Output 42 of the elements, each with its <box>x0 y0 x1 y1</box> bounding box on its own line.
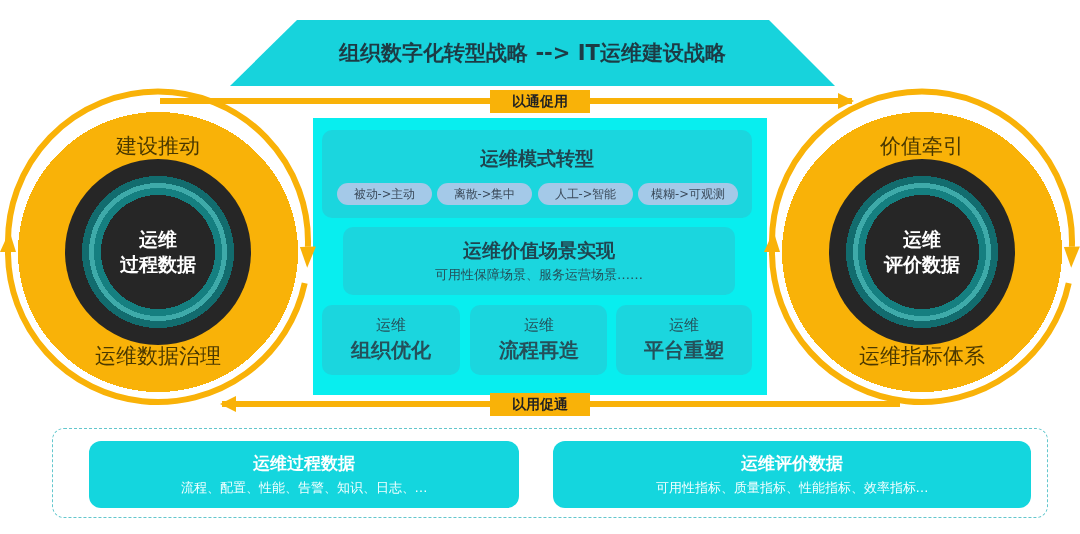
strategy-banner <box>230 20 835 86</box>
ring-label: 运维指标体系 <box>858 343 986 370</box>
edge-label: 以通促用 <box>490 90 590 113</box>
data-detail: 流程、配置、性能、告警、知识、日志、… <box>180 479 428 497</box>
ring-label: 建设推动 <box>115 133 201 160</box>
section-heading: 运维模式转型 <box>479 146 595 171</box>
edge-label: 以用促通 <box>490 393 590 416</box>
banner-title: 组织数字化转型战略 --> IT运维建设战略 <box>339 40 726 67</box>
data-box <box>89 441 519 508</box>
pillar-box <box>616 305 752 375</box>
data-heading: 运维过程数据 <box>253 452 355 475</box>
pillar-box <box>322 305 460 375</box>
core-label: 运维 <box>903 227 941 252</box>
pillar-title: 组织优化 <box>351 337 431 364</box>
tag-text: 人工->智能 <box>554 186 617 202</box>
section-box <box>343 227 735 295</box>
section-heading: 运维价值场景实现 <box>463 238 615 263</box>
tag-pill <box>337 183 432 205</box>
tag-pill <box>437 183 532 205</box>
tag-pill <box>538 183 633 205</box>
pillar-box <box>470 305 607 375</box>
ring-label: 价值牵引 <box>879 133 965 160</box>
pillar-prefix: 运维 <box>669 316 699 335</box>
tag-text: 模糊->可观测 <box>651 186 725 202</box>
pillar-title: 流程再造 <box>498 337 579 364</box>
core-label: 运维 <box>139 227 177 252</box>
section-subtitle: 可用性保障场景、服务运营场景…… <box>435 266 643 284</box>
core-label: 评价数据 <box>884 252 960 277</box>
data-detail: 可用性指标、质量指标、性能指标、效率指标… <box>655 479 929 497</box>
pillar-prefix: 运维 <box>523 316 554 335</box>
pillar-title: 平台重塑 <box>644 337 724 364</box>
data-box <box>553 441 1031 508</box>
tag-text: 离散->集中 <box>453 186 516 202</box>
dashed-container <box>52 428 1048 518</box>
data-heading: 运维评价数据 <box>741 452 843 475</box>
ring-label: 运维数据治理 <box>94 343 222 370</box>
pillar-prefix: 运维 <box>376 316 406 335</box>
tag-text: 被动->主动 <box>353 186 416 202</box>
section-box <box>322 130 752 218</box>
core-label: 过程数据 <box>120 252 196 277</box>
center-panel <box>313 118 767 395</box>
tag-pill <box>638 183 738 205</box>
